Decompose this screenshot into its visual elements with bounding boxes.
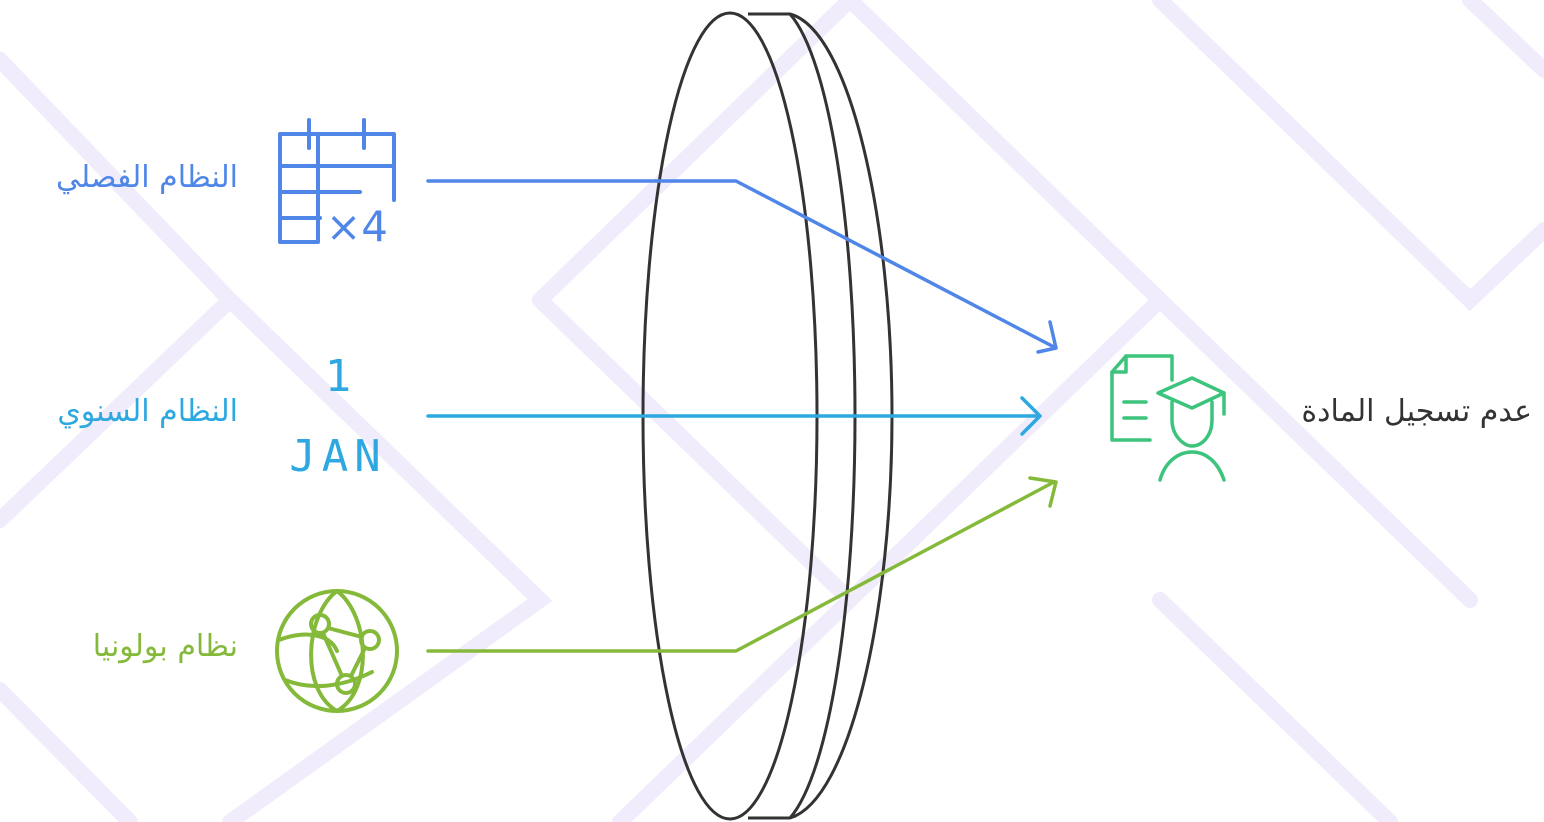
arrow-bologna <box>426 476 1058 653</box>
calendar-x4-icon <box>278 118 396 244</box>
student-document-icon <box>1110 354 1226 482</box>
calendar-day-number: 1 <box>324 351 352 402</box>
course-non-registration-label: عدم تسجيل المادة <box>1301 394 1532 429</box>
arrow-annual <box>426 396 1042 436</box>
calendar-month-name: JAN <box>289 431 387 482</box>
annual-system-label: النظام السنوي <box>57 394 238 429</box>
arrow-semester <box>426 179 1058 354</box>
semester-system-label: النظام الفصلي <box>56 160 238 195</box>
bologna-system-label: نظام بولونيا <box>92 629 238 664</box>
calendar-x4-text: ×4 <box>326 202 388 251</box>
globe-network-icon <box>275 589 399 713</box>
